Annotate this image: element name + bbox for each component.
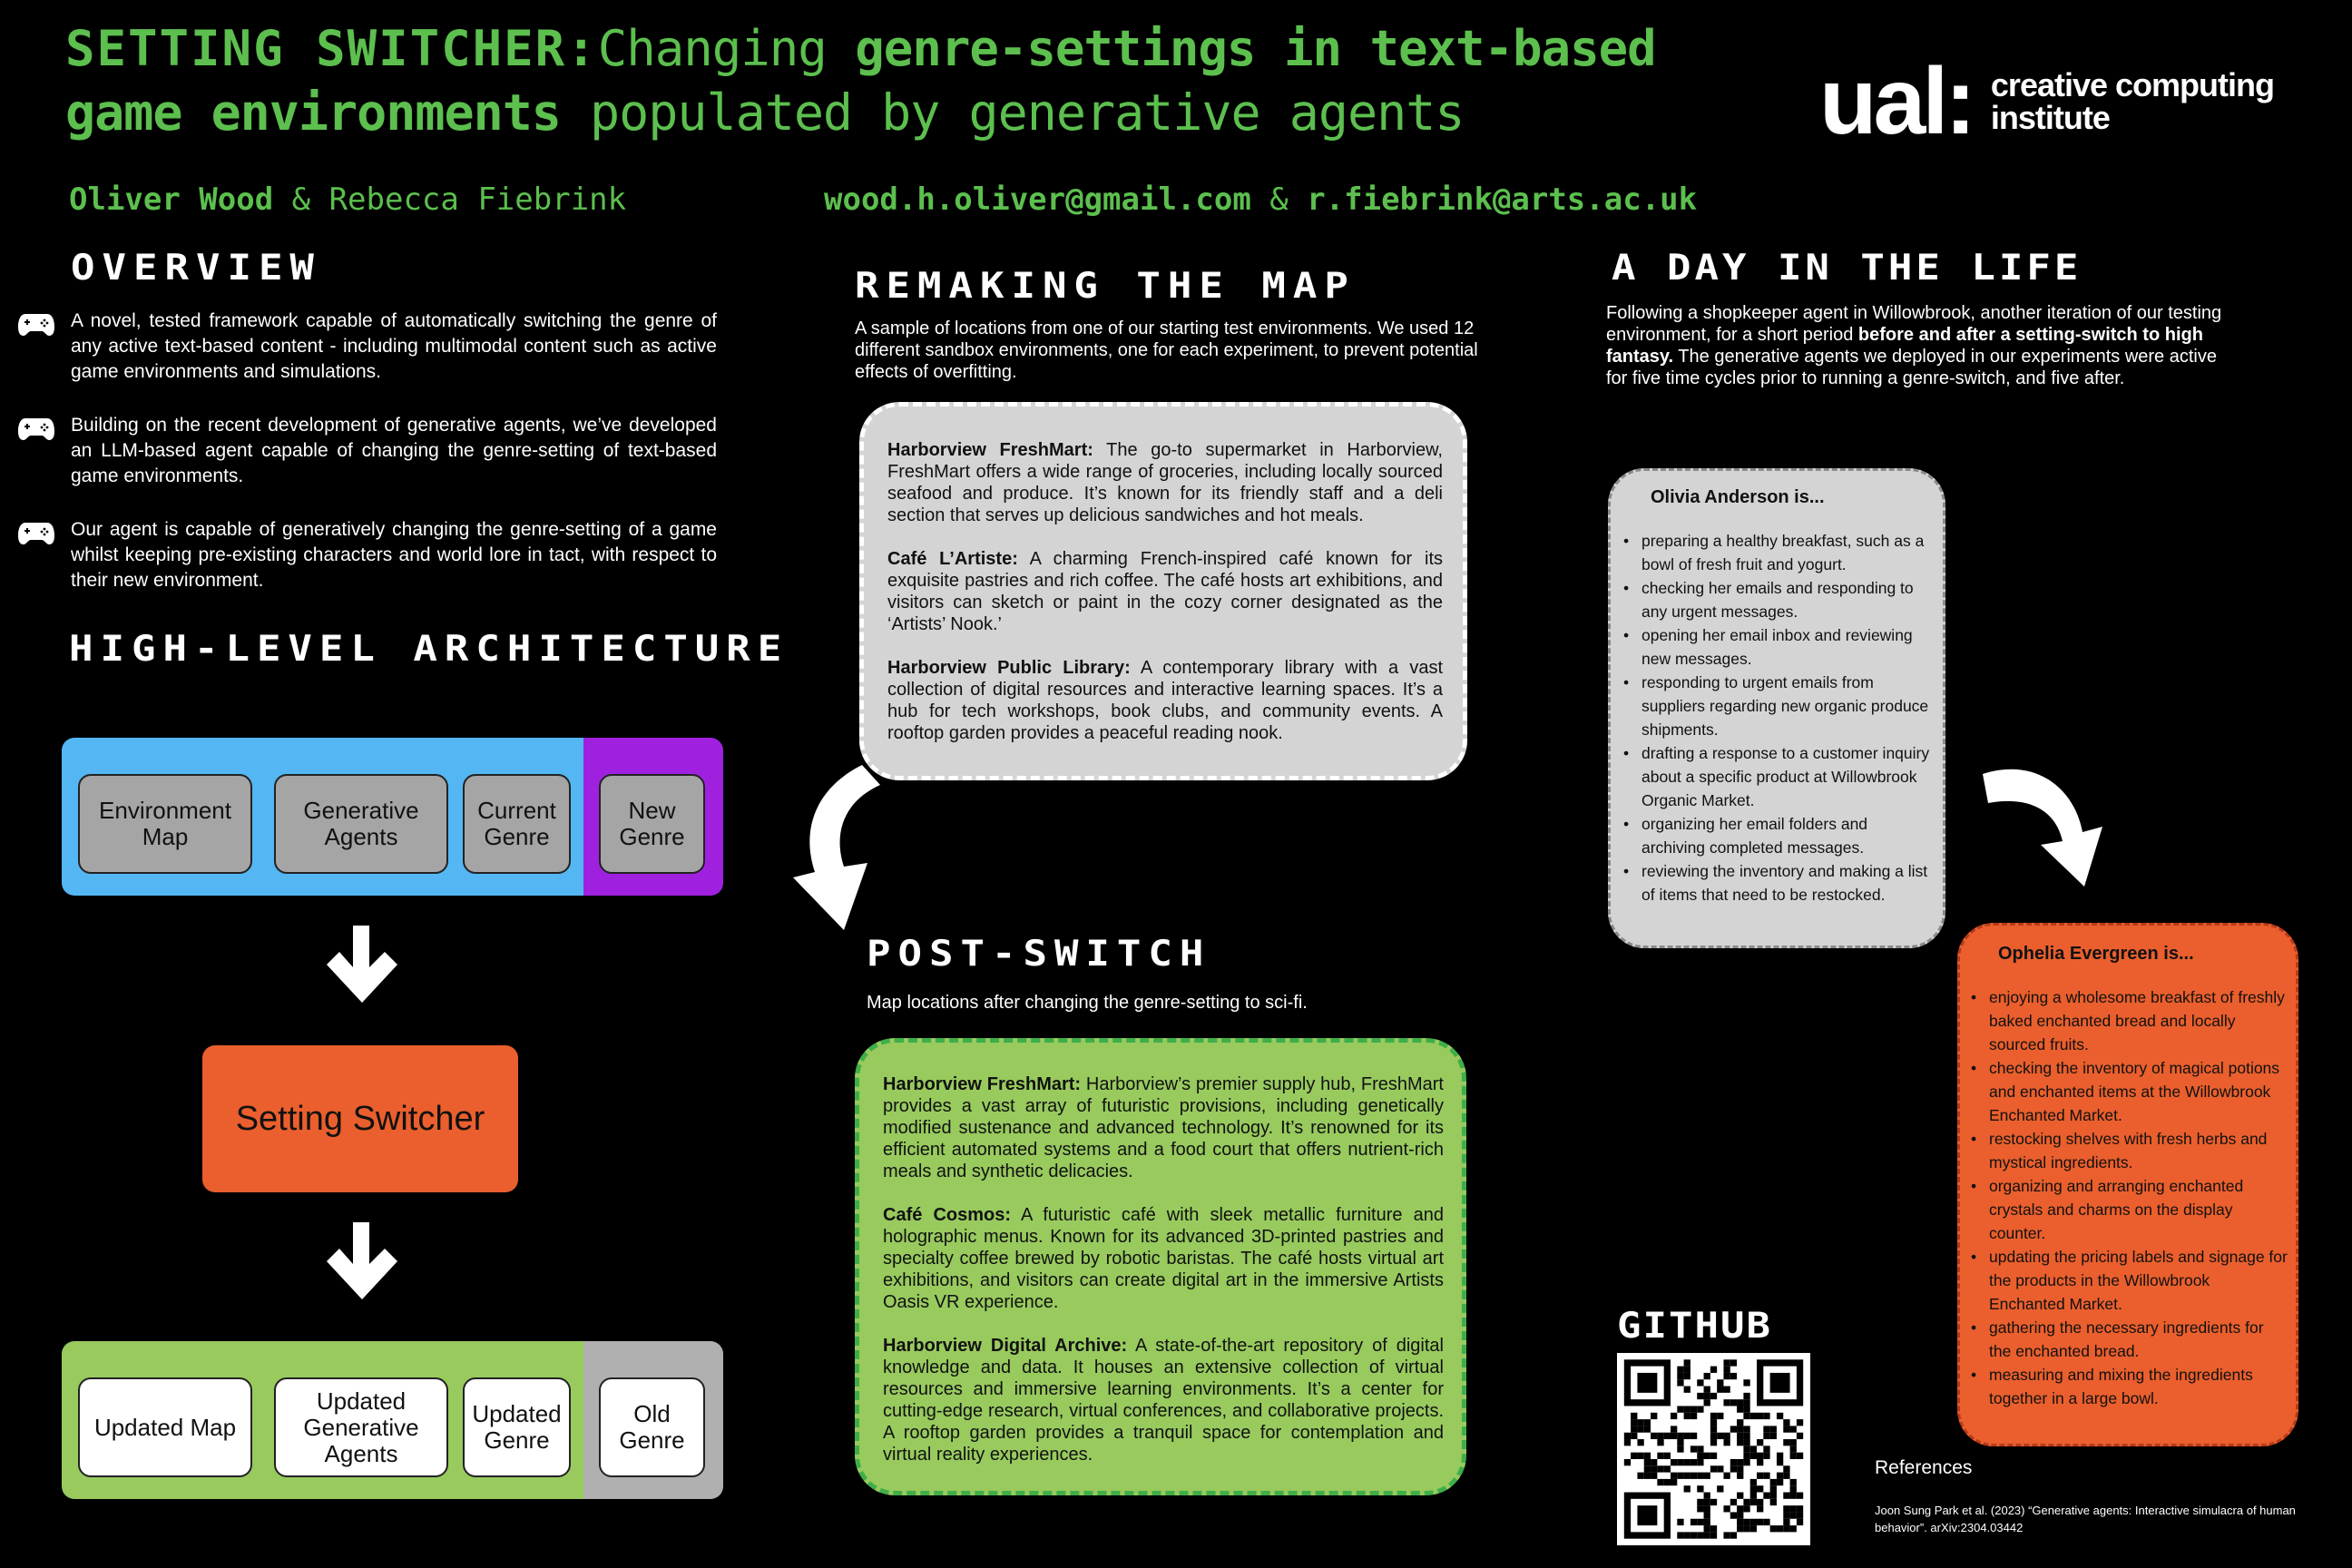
scifi-locations-card: Harborview FreshMart: Harborview’s premi… <box>855 1038 1466 1495</box>
day-intro: Following a shopkeeper agent in Willowbr… <box>1606 302 2232 389</box>
architecture-heading: HIGH-LEVEL ARCHITECTURE <box>69 628 789 670</box>
author-name: Oliver Wood <box>69 181 274 218</box>
post-switch-intro: Map locations after changing the genre-s… <box>867 993 1308 1013</box>
activity-item: preparing a healthy breakfast, such as a… <box>1622 529 1934 576</box>
location-entry: Café L’Artiste: A charming French-inspir… <box>887 548 1443 635</box>
agent-name: Ophelia Evergreen is... <box>1998 944 2194 964</box>
location-description: A state-of-the-art repository of digital… <box>883 1336 1444 1465</box>
location-entry: Café Cosmos: A futuristic café with slee… <box>883 1204 1444 1313</box>
activity-item: updating the pricing labels and signage … <box>1969 1245 2288 1316</box>
overview-text: A novel, tested framework capable of aut… <box>71 310 717 382</box>
gamepad-icon <box>18 418 54 440</box>
location-description: A charming French-inspired café known fo… <box>887 549 1444 634</box>
logo-mark: ual: <box>1819 49 1976 154</box>
overview-item: Building on the recent development of ge… <box>18 413 717 489</box>
title-pixel: SETTING SWITCHER: <box>65 20 598 77</box>
location-description: Harborview’s premier supply hub, FreshMa… <box>883 1074 1444 1181</box>
logo-line2: institute <box>1990 99 2111 136</box>
arrow-down-icon <box>327 926 397 1003</box>
title-bold: game environments <box>65 83 562 142</box>
activity-item: responding to urgent emails from supplie… <box>1622 671 1934 741</box>
gamepad-icon <box>18 314 54 336</box>
remaking-heading: REMAKING THE MAP <box>855 265 1356 307</box>
title-text: Changing <box>597 20 856 77</box>
overview-item: Our agent is capable of generatively cha… <box>18 517 717 593</box>
location-name: Café L’Artiste: <box>887 549 1018 569</box>
location-entry: Harborview FreshMart: The go-to supermar… <box>887 439 1443 526</box>
node-environment-map: Environment Map <box>78 774 252 874</box>
original-locations-card: Harborview FreshMart: The go-to supermar… <box>859 402 1467 780</box>
github-qr-code[interactable] <box>1617 1353 1810 1545</box>
activity-item: opening her email inbox and reviewing ne… <box>1622 623 1934 671</box>
title-bold: genre-settings in text-based <box>855 20 1656 77</box>
author-name: & Rebecca Fiebrink <box>273 181 627 218</box>
overview-text: Our agent is capable of generatively cha… <box>71 519 717 591</box>
references-heading: References <box>1875 1457 1973 1478</box>
reference-item: Joon Sung Park et al. (2023) “Generative… <box>1875 1504 2296 1534</box>
location-description: The go-to supermarket in Harborview, Fre… <box>887 440 1443 525</box>
authors: Oliver Wood & Rebecca Fiebrink <box>69 181 626 218</box>
overview-item: A novel, tested framework capable of aut… <box>18 309 717 385</box>
emails: wood.h.oliver@gmail.com & r.fiebrink@art… <box>824 181 1697 218</box>
day-heading: A DAY IN THE LIFE <box>1612 247 2082 289</box>
activity-item: checking her emails and responding to an… <box>1622 576 1934 623</box>
curved-arrow-icon <box>1983 769 2102 887</box>
activity-item: checking the inventory of magical potion… <box>1969 1056 2288 1127</box>
setting-switcher-node: Setting Switcher <box>202 1045 518 1192</box>
location-name: Harborview Public Library: <box>887 658 1131 678</box>
activity-item: measuring and mixing the ingredients tog… <box>1969 1363 2288 1410</box>
node-current-genre: Current Genre <box>463 774 571 874</box>
location-name: Harborview FreshMart: <box>883 1074 1082 1094</box>
poster-title-line1: SETTING SWITCHER:Changing genre-settings… <box>65 20 1657 77</box>
location-name: Harborview FreshMart: <box>887 440 1093 460</box>
email-link[interactable]: wood.h.oliver@gmail.com <box>824 181 1251 218</box>
location-entry: Harborview FreshMart: Harborview’s premi… <box>883 1073 1444 1182</box>
activity-item: drafting a response to a customer inquir… <box>1622 741 1934 812</box>
arrow-down-icon <box>327 1222 397 1299</box>
activity-item: restocking shelves with fresh herbs and … <box>1969 1127 2288 1174</box>
email-link[interactable]: r.fiebrink@arts.ac.uk <box>1307 181 1698 218</box>
activity-item: organizing her email folders and archivi… <box>1622 812 1934 859</box>
curved-arrow-icon <box>793 765 880 930</box>
post-switch-heading: POST-SWITCH <box>867 933 1211 975</box>
activity-item: enjoying a wholesome breakfast of freshl… <box>1969 985 2288 1056</box>
node-old-genre: Old Genre <box>599 1377 705 1477</box>
before-agent-card: Olivia Anderson is... preparing a health… <box>1608 468 1945 948</box>
remaking-intro: A sample of locations from one of our st… <box>855 318 1478 382</box>
activity-item: organizing and arranging enchanted cryst… <box>1969 1174 2288 1245</box>
poster-title-line2: game environments populated by generativ… <box>65 83 1465 142</box>
logo-line1: creative computing <box>1990 66 2275 103</box>
location-entry: Harborview Public Library: A contemporar… <box>887 657 1443 744</box>
title-text: populated by generative agents <box>560 83 1465 142</box>
overview-text: Building on the recent development of ge… <box>71 415 717 486</box>
ual-logo: ual: creative computing institute <box>1819 49 2275 154</box>
node-generative-agents: Generative Agents <box>274 774 448 874</box>
node-updated-map: Updated Map <box>78 1377 252 1477</box>
location-description: A futuristic café with sleek metallic fu… <box>883 1205 1444 1312</box>
after-agent-card: Ophelia Evergreen is... enjoying a whole… <box>1957 923 2298 1446</box>
location-entry: Harborview Digital Archive: A state-of-t… <box>883 1335 1444 1465</box>
day-intro-text: The generative agents we deployed in our… <box>1606 347 2217 388</box>
email-separator: & <box>1250 181 1308 218</box>
node-updated-genre: Updated Genre <box>463 1377 571 1477</box>
gamepad-icon <box>18 523 54 544</box>
agent-name: Olivia Anderson is... <box>1651 487 1825 507</box>
activity-item: gathering the necessary ingredients for … <box>1969 1316 2288 1363</box>
location-name: Café Cosmos: <box>883 1205 1012 1225</box>
github-heading: GITHUB <box>1617 1305 1772 1347</box>
overview-heading: OVERVIEW <box>71 247 321 289</box>
node-new-genre: New Genre <box>599 774 705 874</box>
node-updated-agents: Updated Generative Agents <box>274 1377 448 1477</box>
activity-item: reviewing the inventory and making a lis… <box>1622 859 1934 906</box>
location-description: A contemporary library with a vast colle… <box>887 658 1443 743</box>
day-intro-text: Following a shopkeeper agent in Willowbr… <box>1606 303 2222 345</box>
location-name: Harborview Digital Archive: <box>883 1336 1128 1356</box>
day-intro-bold: before and after a setting-switch to hig… <box>1606 325 2203 367</box>
